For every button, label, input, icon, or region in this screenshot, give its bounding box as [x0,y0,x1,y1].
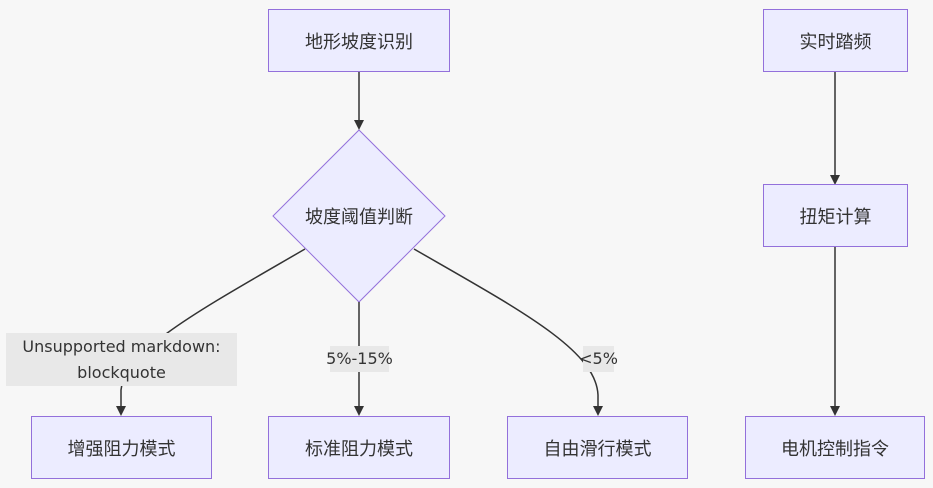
node-freewheel-label: 自由滑行模式 [543,438,652,460]
node-terrain-label: 地形坡度识别 [305,31,413,53]
node-decision: 坡度阈值判断 [290,196,428,236]
node-motor-label: 电机控制指令 [781,438,889,460]
node-standard-label: 标准阻力模式 [305,438,413,460]
node-freewheel: 自由滑行模式 [507,416,688,479]
node-cadence: 实时踏频 [763,9,908,72]
edge-decision-to-enhanced [116,248,306,416]
node-enhanced: 增强阻力模式 [31,416,212,479]
node-torque-label: 扭矩计算 [799,206,872,228]
edge-label-left-text: Unsupported markdown: blockquote [22,336,221,382]
node-enhanced-label: 增强阻力模式 [67,438,176,460]
edge-label-middle-text: 5%-15% [326,349,393,368]
node-cadence-label: 实时踏频 [799,31,872,53]
node-motor: 电机控制指令 [745,416,925,479]
node-terrain: 地形坡度识别 [268,9,450,72]
edge-label-right-text: <5% [579,349,618,368]
edge-label-left: Unsupported markdown: blockquote [6,333,237,386]
edge-decision-to-freewheel [413,248,603,416]
node-torque: 扭矩计算 [763,184,908,247]
node-decision-label: 坡度阈值判断 [305,207,413,228]
edge-label-middle: 5%-15% [326,346,393,372]
edge-label-right: <5% [579,346,618,372]
node-standard: 标准阻力模式 [268,416,450,479]
